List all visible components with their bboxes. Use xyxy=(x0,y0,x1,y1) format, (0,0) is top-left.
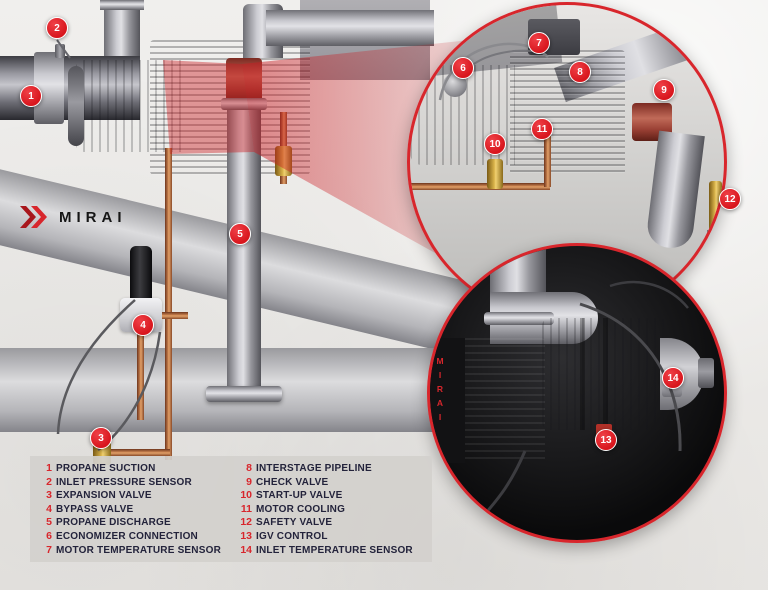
compressor-motor-endcap xyxy=(68,66,84,146)
callout-badge-5: 5 xyxy=(229,223,251,245)
legend-item-number: 10 xyxy=(240,489,252,502)
legend-item-number: 7 xyxy=(46,543,52,556)
rear-end-stub xyxy=(698,358,714,388)
bypass-valve-actuator xyxy=(130,246,152,300)
legend-item-label: MOTOR TEMPERATURE SENSOR xyxy=(56,544,221,556)
legend-item-label: PROPANE SUCTION xyxy=(56,463,156,474)
callout-badge-1: 1 xyxy=(20,85,42,107)
callout-badge-6: 6 xyxy=(452,57,474,79)
legend-item-number: 6 xyxy=(46,529,52,542)
discharge-pipe-flange xyxy=(206,386,282,402)
brand-logo-icon xyxy=(20,206,47,228)
legend-item-label: IGV CONTROL xyxy=(256,530,328,542)
callout-badge-12: 12 xyxy=(719,188,741,210)
closeup-main-block xyxy=(510,50,625,175)
callout-badge-10: 10 xyxy=(484,133,506,155)
legend-item-label: INTERSTAGE PIPELINE xyxy=(256,463,372,474)
inlet-pressure-sensor-fitting xyxy=(55,44,65,58)
legend-column-1: 1 PROPANE SUCTION 2 INLET PRESSURE SENSO… xyxy=(36,462,234,558)
closeup-safety-riser xyxy=(707,230,724,300)
propane-discharge-pipe xyxy=(227,100,261,392)
legend-item-label: SAFETY VALVE xyxy=(256,517,333,529)
legend-item-number: 5 xyxy=(46,516,52,529)
legend-item-label: EXPANSION VALVE xyxy=(56,490,152,502)
legend-item-label: MOTOR COOLING xyxy=(256,503,346,515)
legend-panel: 1 PROPANE SUCTION 2 INLET PRESSURE SENSO… xyxy=(30,456,432,562)
copper-line-main xyxy=(165,148,172,460)
legend-item: 9 CHECK VALVE xyxy=(236,476,413,490)
legend-item: 7 MOTOR TEMPERATURE SENSOR xyxy=(36,544,234,558)
legend-item-number: 1 xyxy=(46,462,52,474)
brand-logo: MIRAI xyxy=(20,205,127,229)
rear-motor-front-panel xyxy=(430,338,465,463)
legend-item: 4 BYPASS VALVE xyxy=(36,503,234,517)
callout-badge-7: 7 xyxy=(528,32,550,54)
callout-badge-9: 9 xyxy=(653,79,675,101)
legend-item: 10 START-UP VALVE xyxy=(236,489,413,503)
callout-badge-8: 8 xyxy=(569,61,591,83)
rearview-inset-bottom: MIRAI xyxy=(427,243,727,543)
copper-line-bypass-link xyxy=(162,312,188,319)
callout-badge-2: 2 xyxy=(46,17,68,39)
rear-body-ring-1 xyxy=(580,318,585,430)
legend-item-number: 12 xyxy=(240,516,252,529)
legend-item-number: 14 xyxy=(240,543,252,556)
callout-badge-13: 13 xyxy=(595,429,617,451)
callout-badge-3: 3 xyxy=(90,427,112,449)
copper-line-expansion xyxy=(100,449,170,456)
compressor-motor xyxy=(75,60,183,152)
legend-item: 14 INLET TEMPERATURE SENSOR xyxy=(236,544,413,558)
legend-item: 11 MOTOR COOLING xyxy=(236,503,413,517)
closeup-copper-line xyxy=(410,183,550,190)
brand-logo-text: MIRAI xyxy=(59,208,127,226)
legend-item-label: PROPANE DISCHARGE xyxy=(56,517,171,529)
legend-item: 13 IGV CONTROL xyxy=(236,530,413,544)
legend-item-label: CHECK VALVE xyxy=(256,476,329,488)
legend-item-number: 13 xyxy=(240,529,252,542)
closeup-safety-valve xyxy=(709,181,722,236)
legend-item: 1 PROPANE SUCTION xyxy=(36,462,234,476)
legend-item-label: INLET TEMPERATURE SENSOR xyxy=(256,544,413,556)
legend-item: 2 INLET PRESSURE SENSOR xyxy=(36,476,234,490)
legend-item-number: 8 xyxy=(246,462,252,474)
callout-badge-14: 14 xyxy=(662,367,684,389)
closeup-copper-riser xyxy=(544,125,551,187)
legend-item-number: 9 xyxy=(246,475,252,488)
rear-elbow-collar xyxy=(484,312,554,325)
discharge-pipe-collar xyxy=(221,98,267,110)
compressor-top-stub-flange xyxy=(100,0,144,10)
legend-item-number: 3 xyxy=(46,489,52,502)
closeup-down-elbow xyxy=(645,130,705,251)
legend-item: 5 PROPANE DISCHARGE xyxy=(36,516,234,530)
rear-brand-vertical-text: MIRAI xyxy=(435,356,445,426)
legend-item-label: BYPASS VALVE xyxy=(56,503,134,515)
side-gold-valve xyxy=(275,146,292,176)
interstage-top-pipe xyxy=(266,10,434,46)
legend-column-2: 8 INTERSTAGE PIPELINE 9 CHECK VALVE 10 S… xyxy=(236,462,413,558)
legend-item-label: START-UP VALVE xyxy=(256,490,343,502)
legend-item-number: 4 xyxy=(46,502,52,515)
legend-item: 6 ECONOMIZER CONNECTION xyxy=(36,530,234,544)
legend-item-number: 11 xyxy=(240,502,252,515)
rear-body-ring-2 xyxy=(603,318,608,430)
legend-item: 8 INTERSTAGE PIPELINE xyxy=(236,462,413,476)
callout-badge-4: 4 xyxy=(132,314,154,336)
legend-item-number: 2 xyxy=(46,475,52,488)
legend-item-label: ECONOMIZER CONNECTION xyxy=(56,530,198,542)
closeup-startup-valve xyxy=(487,159,503,189)
legend-item-label: INLET PRESSURE SENSOR xyxy=(56,476,192,488)
callout-badge-11: 11 xyxy=(531,118,553,140)
legend-item: 12 SAFETY VALVE xyxy=(236,516,413,530)
copper-line-bypass-down xyxy=(137,332,144,420)
legend-item: 3 EXPANSION VALVE xyxy=(36,489,234,503)
